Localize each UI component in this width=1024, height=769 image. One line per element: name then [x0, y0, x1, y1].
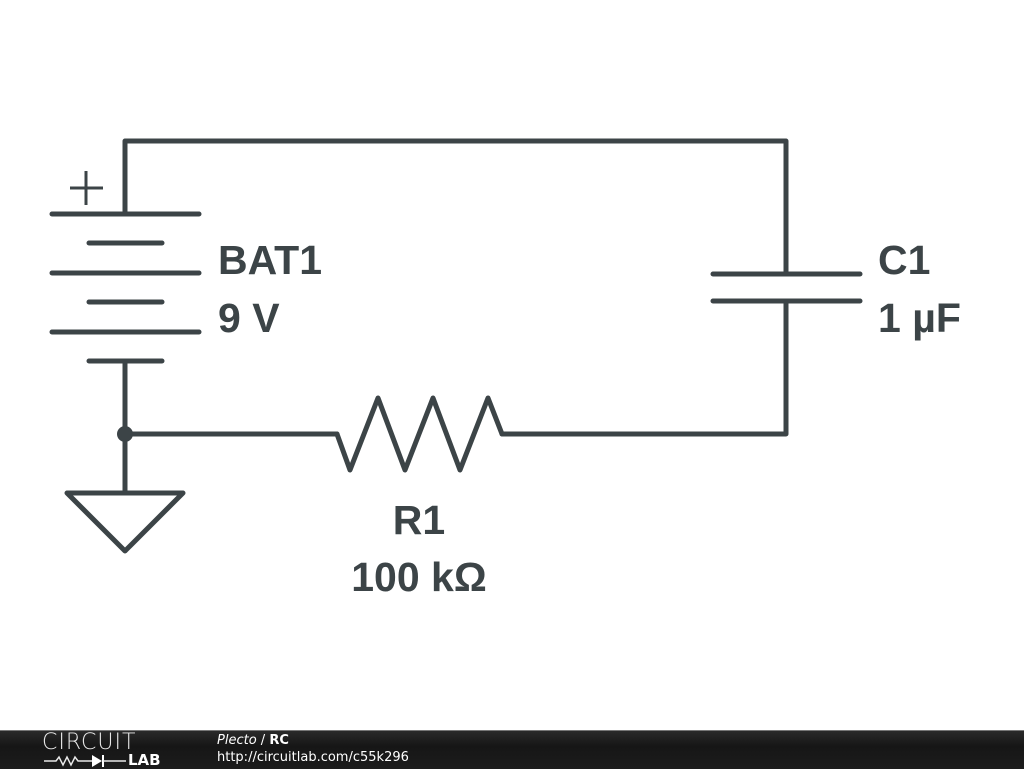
logo-lab-text: LAB [128, 751, 161, 769]
title-separator: / [256, 733, 270, 748]
circuit-title-line: Plecto / RC [217, 732, 409, 749]
capacitor-ref-label: C1 [878, 237, 930, 283]
wire-bottom-left [122, 358, 340, 437]
resistor-ref-label: R1 [393, 497, 445, 543]
plus-icon [70, 171, 103, 205]
resistor-diode-icon [44, 755, 126, 767]
footer-bar: CIRCUIT LAB Plecto / RC http://circuitla… [0, 730, 1024, 769]
author-link[interactable]: Plecto [217, 733, 257, 748]
logo-bottom-row: LAB [42, 751, 177, 769]
circuit-schematic: BAT1 9 V C1 1 µF R1 100 kΩ [49, 138, 961, 600]
battery-bat1[interactable] [49, 171, 202, 364]
wire-right [499, 298, 789, 437]
resistor-r1[interactable] [334, 395, 505, 473]
battery-value-label: 9 V [218, 295, 280, 341]
battery-ref-label: BAT1 [218, 237, 322, 283]
resistor-value-label: 100 kΩ [351, 554, 486, 600]
wire-top [122, 138, 789, 277]
circuit-url[interactable]: http://circuitlab.com/c55k296 [217, 750, 409, 765]
circuitlab-logo[interactable]: CIRCUIT LAB [42, 731, 177, 769]
circuit-title[interactable]: RC [269, 733, 289, 748]
circuit-meta: Plecto / RC http://circuitlab.com/c55k29… [217, 732, 409, 766]
ground-icon[interactable] [64, 490, 186, 554]
capacitor-c1[interactable] [710, 271, 863, 304]
logo-circuit-text: CIRCUIT [42, 730, 137, 755]
junction-node [117, 426, 133, 442]
capacitor-value-label: 1 µF [878, 295, 961, 341]
